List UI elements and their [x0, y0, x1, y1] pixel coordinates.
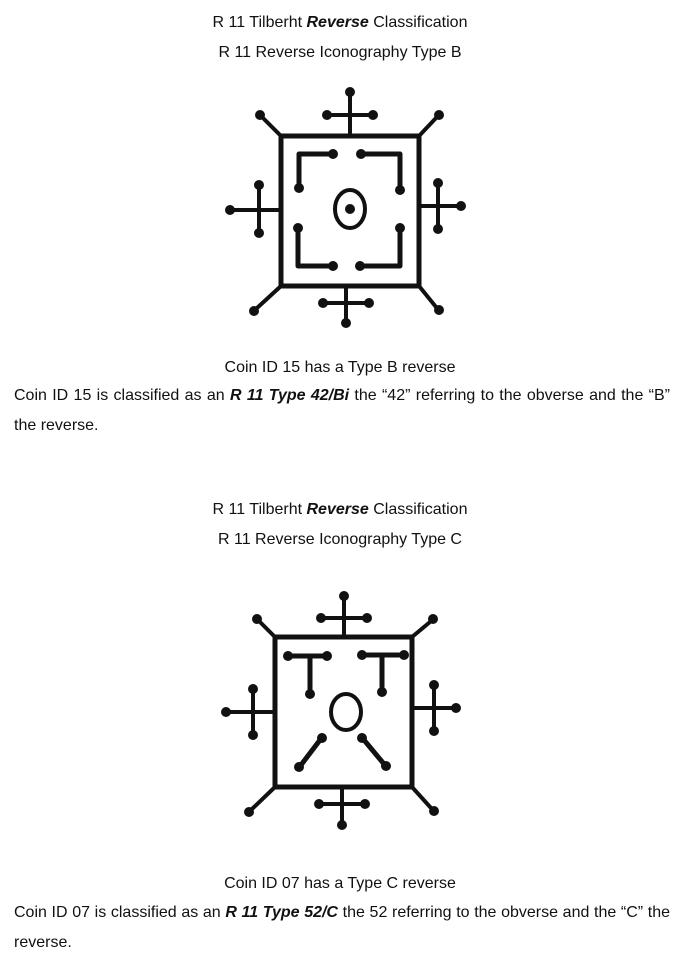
- corner-ray-top-right: [417, 116, 438, 138]
- diagonal-stroke-left: [298, 737, 323, 768]
- corner-ray-bottom-right: [410, 785, 433, 810]
- section-b-caption: Coin ID 15 has a Type B reverse: [224, 359, 456, 376]
- corner-dot-top-left: [255, 110, 265, 120]
- section-c-caption: Coin ID 07 has a Type C reverse: [224, 875, 456, 892]
- corner-dot-top-right: [434, 110, 444, 120]
- corner-dot-bottom-left: [249, 306, 259, 316]
- diagonal-stroke-right: [361, 737, 387, 767]
- inner-bracket-bottom-right: [359, 227, 403, 269]
- section-b-subtitle: R 11 Reverse Iconography Type B: [218, 44, 462, 61]
- corner-ray-top-right: [410, 620, 432, 639]
- section-b-body: Coin ID 15 is classified as an R 11 Type…: [14, 387, 670, 434]
- corner-ray-bottom-right: [417, 284, 438, 309]
- corner-ray-top-left: [258, 620, 277, 639]
- corner-ray-bottom-left: [255, 284, 283, 310]
- center-ring: [333, 188, 367, 230]
- section-c-title: R 11 Tilberht Reverse Classification: [212, 501, 468, 518]
- section-c-subtitle: R 11 Reverse Iconography Type C: [218, 531, 462, 548]
- reverse-type-c-diagram: [221, 591, 461, 830]
- section-b-title: R 11 Tilberht Reverse Classification: [212, 14, 468, 31]
- section-c-body: Coin ID 07 is classified as an R 11 Type…: [14, 904, 671, 951]
- inner-bracket-top-left: [296, 151, 334, 191]
- inner-bracket-top-right: [360, 151, 403, 191]
- center-ring: [329, 692, 363, 732]
- reverse-type-b-diagram: [225, 87, 466, 328]
- inner-bracket-bottom-left: [295, 227, 334, 269]
- center-dot: [345, 204, 355, 214]
- corner-dot-bottom-right: [434, 305, 444, 315]
- corner-ray-bottom-left: [250, 785, 277, 811]
- corner-ray-top-left: [261, 116, 283, 138]
